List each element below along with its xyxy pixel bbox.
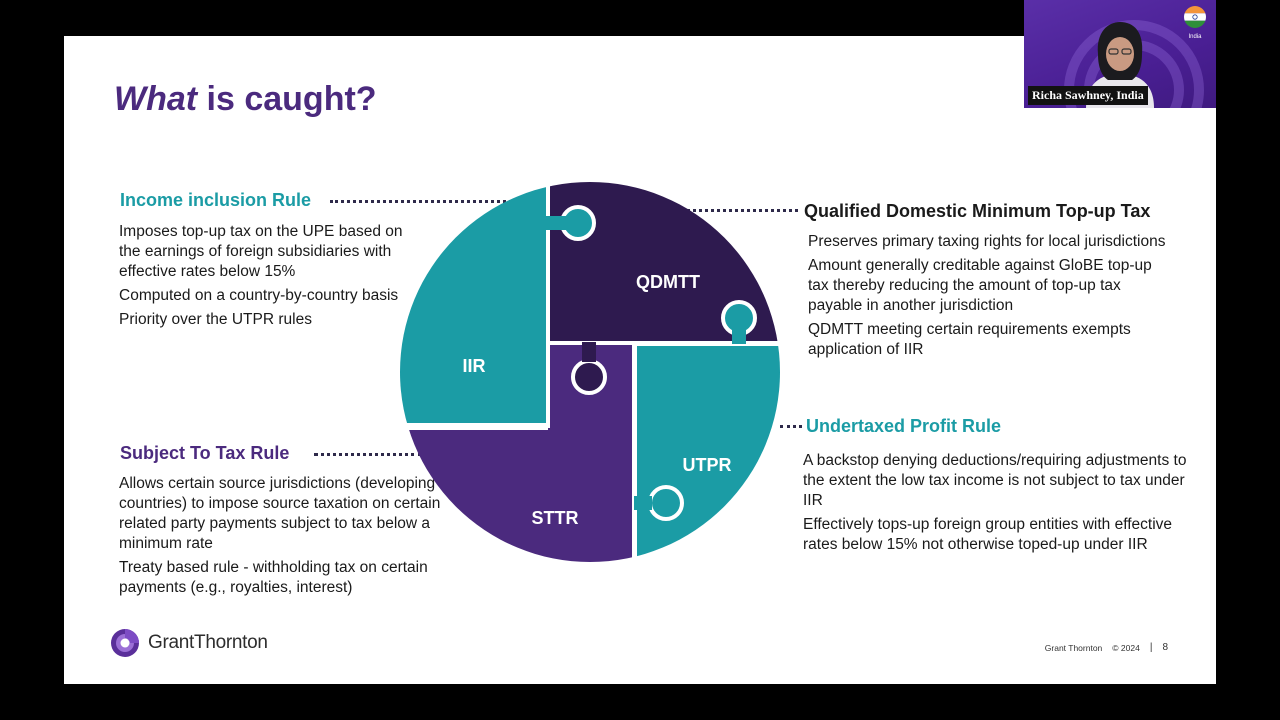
sttr-section: Subject To Tax Rule bbox=[120, 443, 340, 464]
footer-separator: | bbox=[1149, 642, 1153, 653]
page-number: 8 bbox=[1162, 642, 1168, 653]
iir-piece-label: IIR bbox=[462, 356, 485, 376]
slide-title-emphasis: What bbox=[114, 80, 198, 118]
qdmtt-points: Preserves primary taxing rights for loca… bbox=[808, 232, 1173, 364]
iir-heading: Income inclusion Rule bbox=[120, 190, 312, 210]
qdmtt-connector bbox=[682, 209, 798, 212]
iir-connector bbox=[330, 200, 530, 203]
india-flag-icon bbox=[1184, 6, 1206, 28]
flag-label: India bbox=[1188, 34, 1202, 40]
footer-company: Grant Thornton bbox=[1044, 642, 1103, 653]
presentation-slide: What is caught? Income inclusion Rule Im… bbox=[64, 36, 1216, 684]
utpr-point: Effectively tops-up foreign group entiti… bbox=[803, 516, 1173, 553]
footer-copyright: © 2024 bbox=[1112, 642, 1140, 653]
footer-info: Grant Thornton © 2024 | 8 bbox=[1045, 642, 1168, 653]
participant-name: Richa Sawhney, India bbox=[1028, 86, 1148, 105]
iir-piece bbox=[400, 182, 546, 423]
utpr-piece-label: UTPR bbox=[683, 455, 732, 475]
slide-title-rest: is caught? bbox=[197, 80, 377, 118]
sttr-connector bbox=[314, 453, 422, 456]
utpr-points: A backstop denying deductions/requiring … bbox=[803, 451, 1188, 559]
footer-logo: GrantThornton bbox=[110, 628, 268, 658]
iir-point: Priority over the UTPR rules bbox=[119, 311, 312, 328]
qdmtt-point: Preserves primary taxing rights for loca… bbox=[808, 233, 1166, 250]
flag-badge: India bbox=[1184, 6, 1206, 40]
iir-point: Imposes top-up tax on the UPE based on t… bbox=[119, 223, 403, 280]
puzzle-diagram: IIR QDMTT UTPR STTR bbox=[396, 178, 786, 568]
slide-title: What is caught? bbox=[114, 80, 377, 119]
qdmtt-heading: Qualified Domestic Minimum Top-up Tax bbox=[804, 201, 1151, 221]
qdmtt-point: QDMTT meeting certain requirements exemp… bbox=[808, 321, 1131, 358]
utpr-point: A backstop denying deductions/requiring … bbox=[803, 452, 1187, 509]
utpr-connector bbox=[780, 425, 802, 428]
iir-section: Income inclusion Rule bbox=[120, 190, 420, 211]
utpr-section: Undertaxed Profit Rule bbox=[806, 416, 1106, 437]
puzzle-knobs bbox=[546, 205, 757, 521]
iir-point: Computed on a country-by-country basis bbox=[119, 287, 399, 304]
sttr-heading: Subject To Tax Rule bbox=[120, 443, 290, 463]
grant-thornton-logo-icon bbox=[111, 629, 139, 657]
video-bg-ring bbox=[1064, 20, 1204, 108]
sttr-point: Allows certain source jurisdictions (dev… bbox=[119, 475, 441, 552]
footer-logo-text: GrantThornton bbox=[148, 632, 268, 653]
qdmtt-piece-label: QDMTT bbox=[636, 272, 700, 292]
sttr-points: Allows certain source jurisdictions (dev… bbox=[119, 474, 444, 602]
qdmtt-section: Qualified Domestic Minimum Top-up Tax bbox=[804, 201, 1184, 222]
sttr-piece-label: STTR bbox=[532, 508, 579, 528]
qdmtt-point: Amount generally creditable against GloB… bbox=[808, 257, 1152, 314]
utpr-heading: Undertaxed Profit Rule bbox=[806, 416, 1002, 436]
iir-points: Imposes top-up tax on the UPE based on t… bbox=[119, 222, 419, 334]
sttr-point: Treaty based rule - withholding tax on c… bbox=[119, 559, 428, 596]
participant-video-tile[interactable]: India Richa Sawhney, India bbox=[1024, 0, 1216, 108]
